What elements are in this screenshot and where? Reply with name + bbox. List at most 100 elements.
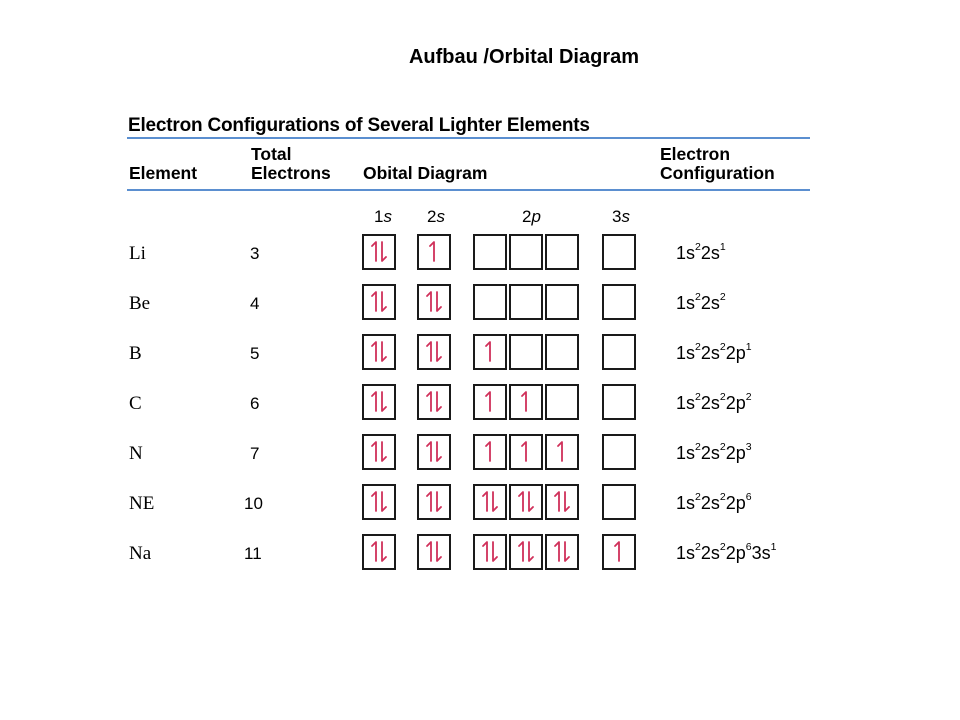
element-symbol: NE (129, 493, 155, 514)
element-symbol: B (129, 343, 142, 364)
orbital-label-2s: 2s (427, 207, 445, 227)
orbital-box (509, 434, 543, 470)
orbital-label-number: 2 (522, 207, 532, 226)
spin-up-arrow-icon (426, 391, 432, 412)
config-exponent: 2 (745, 391, 752, 403)
spin-down-arrow-icon (381, 291, 387, 312)
config-orbital: 2s (700, 393, 720, 413)
orbital-box (473, 334, 507, 370)
spin-down-arrow-icon (436, 491, 442, 512)
orbital-box (473, 284, 507, 320)
spin-down-arrow-icon (564, 491, 570, 512)
spin-up-arrow-icon (371, 491, 377, 512)
total-electrons: 4 (250, 294, 260, 313)
config-exponent: 2 (719, 491, 726, 503)
spin-down-arrow-icon (381, 241, 387, 262)
config-orbital: 2s (700, 443, 720, 463)
config-exponent: 2 (695, 541, 701, 553)
spin-down-arrow-icon (436, 291, 442, 312)
config-exponent: 3 (745, 441, 752, 453)
orbital-box (602, 484, 636, 520)
spin-up-arrow-icon (485, 391, 491, 412)
spin-down-arrow-icon (492, 491, 498, 512)
config-exponent: 2 (695, 391, 701, 403)
orbital-box (602, 234, 636, 270)
column-header-total-line2: Electrons (251, 163, 331, 183)
orbital-box (473, 434, 507, 470)
column-header-element: Element (129, 163, 198, 183)
orbital-box (509, 234, 543, 270)
total-electrons: 10 (244, 494, 263, 513)
orbital-label-1s: 1s (374, 207, 392, 227)
config-orbital: 1s (676, 243, 696, 263)
spin-up-arrow-icon (557, 441, 563, 462)
config-orbital: 1s (676, 393, 696, 413)
spin-up-arrow-icon (429, 241, 435, 262)
spin-down-arrow-icon (381, 441, 387, 462)
config-exponent: 2 (695, 341, 701, 353)
spin-down-arrow-icon (381, 491, 387, 512)
orbital-box (473, 384, 507, 420)
spin-up-arrow-icon (485, 341, 491, 362)
column-header-total-electrons: Total Electrons (251, 145, 331, 183)
config-orbital: 1s (676, 543, 696, 563)
config-orbital: 2p (725, 393, 746, 413)
config-exponent: 2 (719, 291, 726, 303)
spin-up-arrow-icon (371, 441, 377, 462)
config-orbital: 1s (676, 343, 696, 363)
orbital-box (602, 334, 636, 370)
column-header-config-line1: Electron (660, 144, 731, 164)
spin-down-arrow-icon (381, 341, 387, 362)
orbital-box (509, 284, 543, 320)
element-symbol: N (129, 443, 143, 464)
spin-down-arrow-icon (436, 391, 442, 412)
orbital-box (509, 484, 543, 520)
orbital-box (545, 284, 579, 320)
orbital-box (417, 384, 451, 420)
spin-up-arrow-icon (426, 441, 432, 462)
spin-down-arrow-icon (492, 541, 498, 562)
orbital-box (545, 234, 579, 270)
orbital-box (545, 334, 579, 370)
config-orbital: 2p (725, 543, 746, 563)
orbital-box (362, 534, 396, 570)
electron-configuration: 1s22s22p63s1 (676, 541, 776, 564)
orbital-label-2p: 2p (522, 207, 541, 227)
spin-up-arrow-icon (371, 341, 377, 362)
spin-up-arrow-icon (554, 491, 560, 512)
header-bottom-rule (127, 189, 810, 191)
orbital-box (473, 234, 507, 270)
config-exponent: 2 (719, 391, 726, 403)
element-symbol: Na (129, 543, 152, 564)
orbital-label-number: 1 (374, 207, 384, 226)
orbital-box (473, 534, 507, 570)
spin-down-arrow-icon (436, 541, 442, 562)
orbital-box (362, 334, 396, 370)
orbital-box (362, 234, 396, 270)
config-orbital: 2s (700, 243, 720, 263)
header-top-rule (127, 137, 810, 139)
orbital-box (602, 384, 636, 420)
orbital-box (362, 384, 396, 420)
column-header-total-line1: Total (251, 144, 292, 164)
spin-down-arrow-icon (436, 441, 442, 462)
orbital-box (417, 484, 451, 520)
config-exponent: 6 (745, 491, 752, 503)
spin-up-arrow-icon (482, 491, 488, 512)
spin-up-arrow-icon (521, 391, 527, 412)
spin-up-arrow-icon (371, 541, 377, 562)
orbital-box (362, 434, 396, 470)
total-electrons: 11 (244, 544, 262, 563)
spin-up-arrow-icon (426, 291, 432, 312)
total-electrons: 6 (250, 394, 260, 413)
config-orbital: 2p (725, 343, 746, 363)
orbital-box (602, 284, 636, 320)
config-exponent: 1 (719, 241, 726, 253)
column-header-orbital-diagram: Obital Diagram (363, 163, 488, 183)
electron-configuration: 1s22s22p3 (676, 441, 752, 464)
spin-up-arrow-icon (614, 541, 620, 562)
page-title: Aufbau /Orbital Diagram (408, 46, 640, 68)
